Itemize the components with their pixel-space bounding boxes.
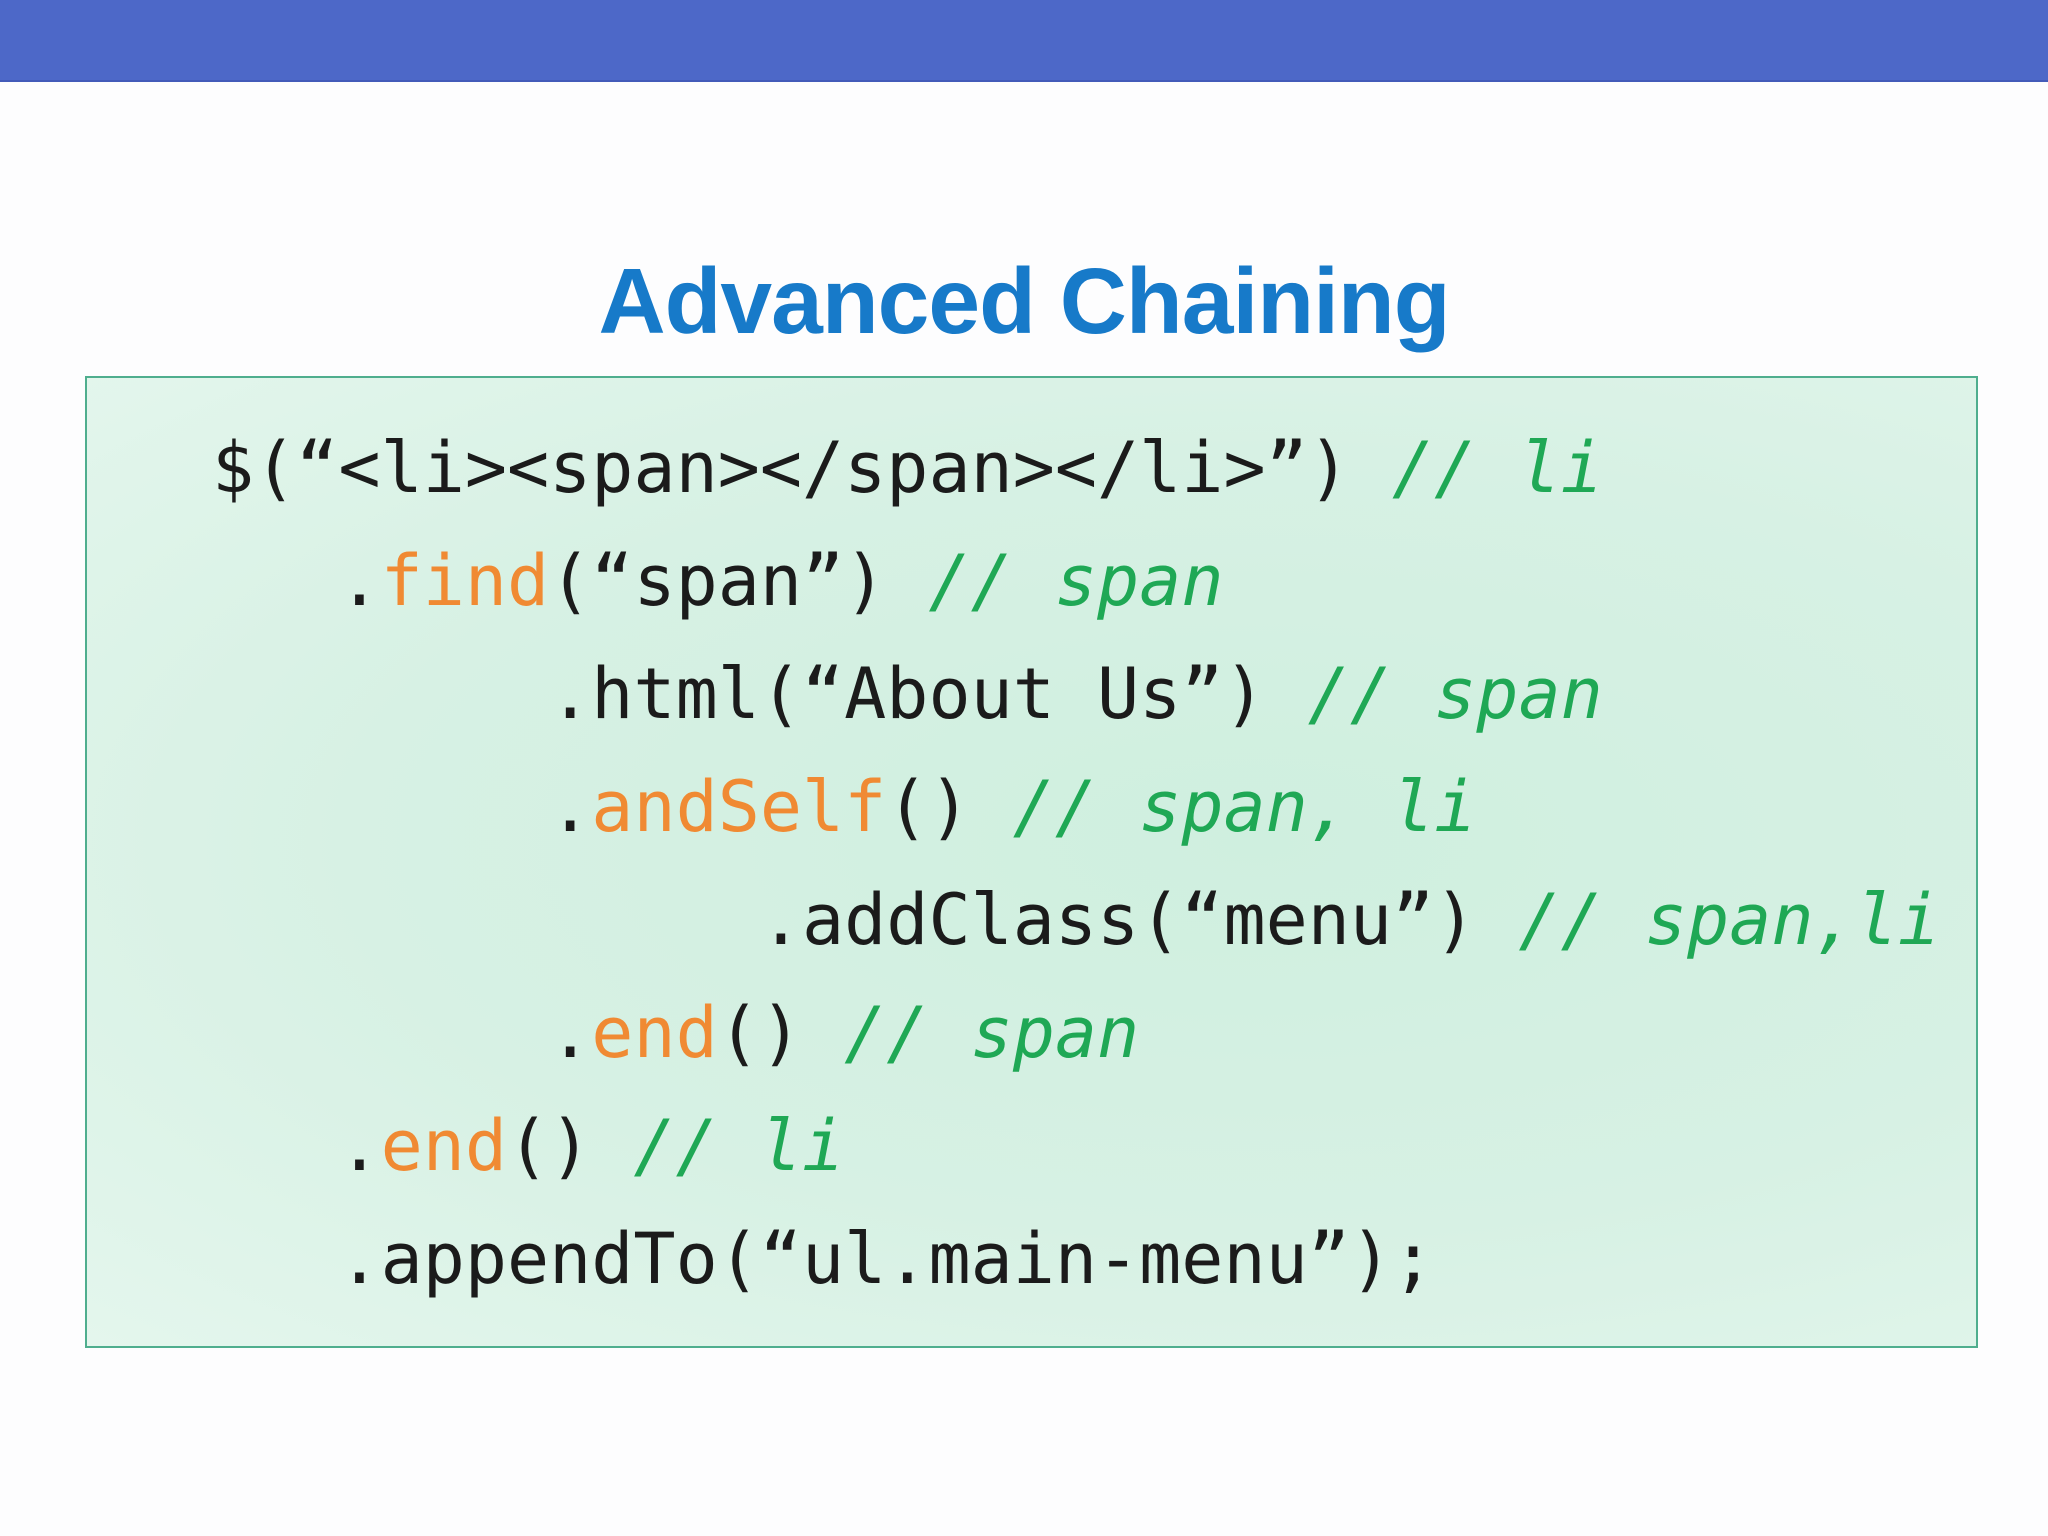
code-line: .addClass(“menu”) // span,li xyxy=(212,864,1966,977)
code-line: .find(“span”) // span xyxy=(212,525,1966,638)
code-segment-code: () xyxy=(507,1105,634,1187)
code-segment-code: () xyxy=(717,992,845,1074)
code-segment-code: . xyxy=(212,540,381,622)
code-line: $(“<li><span></span></li>”) // li xyxy=(212,412,1966,525)
code-segment-comment: // li xyxy=(1392,427,1603,509)
code-segment-comment: // span xyxy=(1307,653,1603,735)
code-line: .end() // li xyxy=(212,1090,1966,1203)
code-line: .andSelf() // span, li xyxy=(212,751,1966,864)
code-segment-comment: // span xyxy=(844,992,1140,1074)
code-block: $(“<li><span></span></li>”) // li .find(… xyxy=(87,378,1976,1316)
code-segment-comment: // li xyxy=(633,1105,845,1187)
code-segment-code: .addClass(“menu”) xyxy=(212,879,1519,961)
page-title: Advanced Chaining xyxy=(598,249,1450,354)
code-segment-code: . xyxy=(212,766,592,848)
code-segment-code: .appendTo(“ul.main-menu”); xyxy=(212,1218,1435,1300)
code-segment-method: andSelf xyxy=(591,766,887,848)
code-segment-method: end xyxy=(591,992,718,1074)
code-panel: $(“<li><span></span></li>”) // li .find(… xyxy=(85,376,1978,1348)
code-segment-code: () xyxy=(886,766,1013,848)
code-segment-method: end xyxy=(380,1105,508,1187)
code-segment-comment: // span,li xyxy=(1518,879,1940,961)
code-segment-method: find xyxy=(380,540,550,622)
code-segment-code: $(“<li><span></span></li>”) xyxy=(212,427,1393,509)
code-segment-code: (“span”) xyxy=(549,540,929,622)
code-segment-code: . xyxy=(212,992,592,1074)
code-segment-code: . xyxy=(212,1105,381,1187)
code-line: .html(“About Us”) // span xyxy=(212,638,1966,751)
code-segment-code: .html(“About Us”) xyxy=(212,653,1308,735)
top-accent-bar xyxy=(0,0,2048,82)
code-segment-comment: // span, li xyxy=(1012,766,1477,848)
code-line: .end() // span xyxy=(212,977,1966,1090)
code-segment-comment: // span xyxy=(928,540,1224,622)
code-line: .appendTo(“ul.main-menu”); xyxy=(212,1203,1966,1316)
